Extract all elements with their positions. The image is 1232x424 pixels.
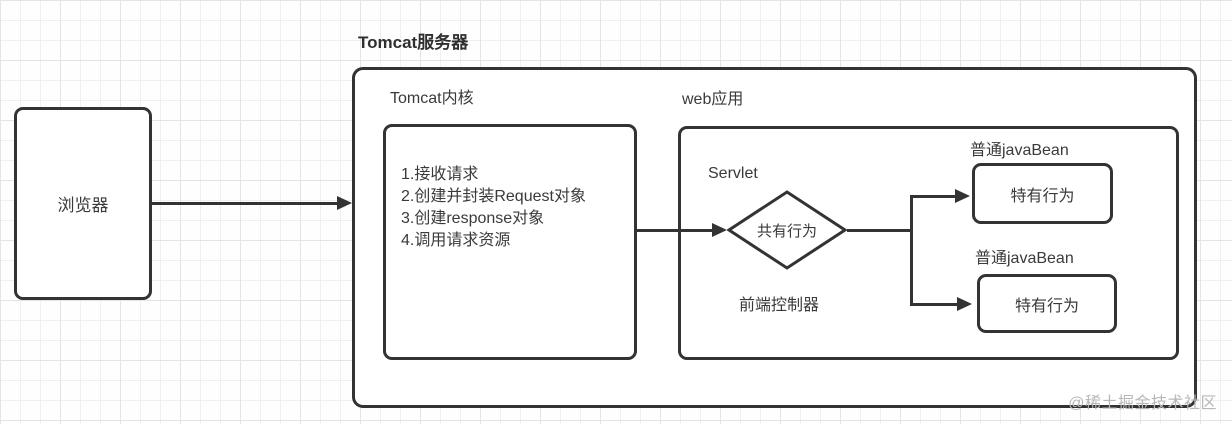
javabean-1-label: 特有行为 [1010, 187, 1075, 205]
kernel-step-1: 1.接收请求 [401, 166, 479, 183]
tomcat-kernel-steps: 1.接收请求 2.创建并封装Request对象 3.创建response对象 4… [401, 164, 586, 252]
browser-to-tomcat-line [152, 202, 338, 205]
branch-to-bean1-arrowhead-icon [955, 189, 970, 203]
javabean-2-title: 普通javaBean [975, 250, 1074, 267]
branch-to-bean1-line [910, 195, 957, 198]
browser-label: 浏览器 [57, 196, 109, 215]
servlet-label: Servlet [708, 165, 758, 182]
watermark-text: @稀土掘金技术社区 [1068, 395, 1217, 412]
kernel-to-servlet-arrowhead-icon [712, 223, 727, 237]
tomcat-kernel-node [383, 124, 637, 360]
javabean-2-node: 特有行为 [977, 274, 1117, 333]
front-controller-label: 前端控制器 [739, 297, 820, 314]
shared-behavior-label: 共有行为 [756, 222, 817, 240]
branch-to-bean2-line [910, 303, 959, 306]
javabean-1-title: 普通javaBean [970, 142, 1069, 159]
kernel-step-4: 4.调用请求资源 [401, 232, 511, 249]
javabean-2-label: 特有行为 [1014, 297, 1079, 315]
kernel-step-3: 3.创建response对象 [401, 210, 545, 227]
branch-to-bean2-arrowhead-icon [957, 297, 972, 311]
web-app-label: web应用 [682, 91, 744, 108]
branch-vertical-line [910, 195, 913, 306]
kernel-step-2: 2.创建并封装Request对象 [401, 188, 586, 205]
javabean-1-node: 特有行为 [972, 163, 1113, 224]
tomcat-server-title: Tomcat服务器 [358, 33, 469, 52]
diamond-to-branch-line [847, 229, 912, 232]
browser-node: 浏览器 [14, 107, 152, 300]
tomcat-kernel-label: Tomcat内核 [390, 90, 474, 107]
shared-behavior-diamond: 共有行为 [726, 190, 848, 270]
diamond-shape-icon [726, 190, 848, 270]
browser-to-tomcat-arrowhead-icon [337, 196, 352, 210]
kernel-to-servlet-line [636, 229, 713, 232]
